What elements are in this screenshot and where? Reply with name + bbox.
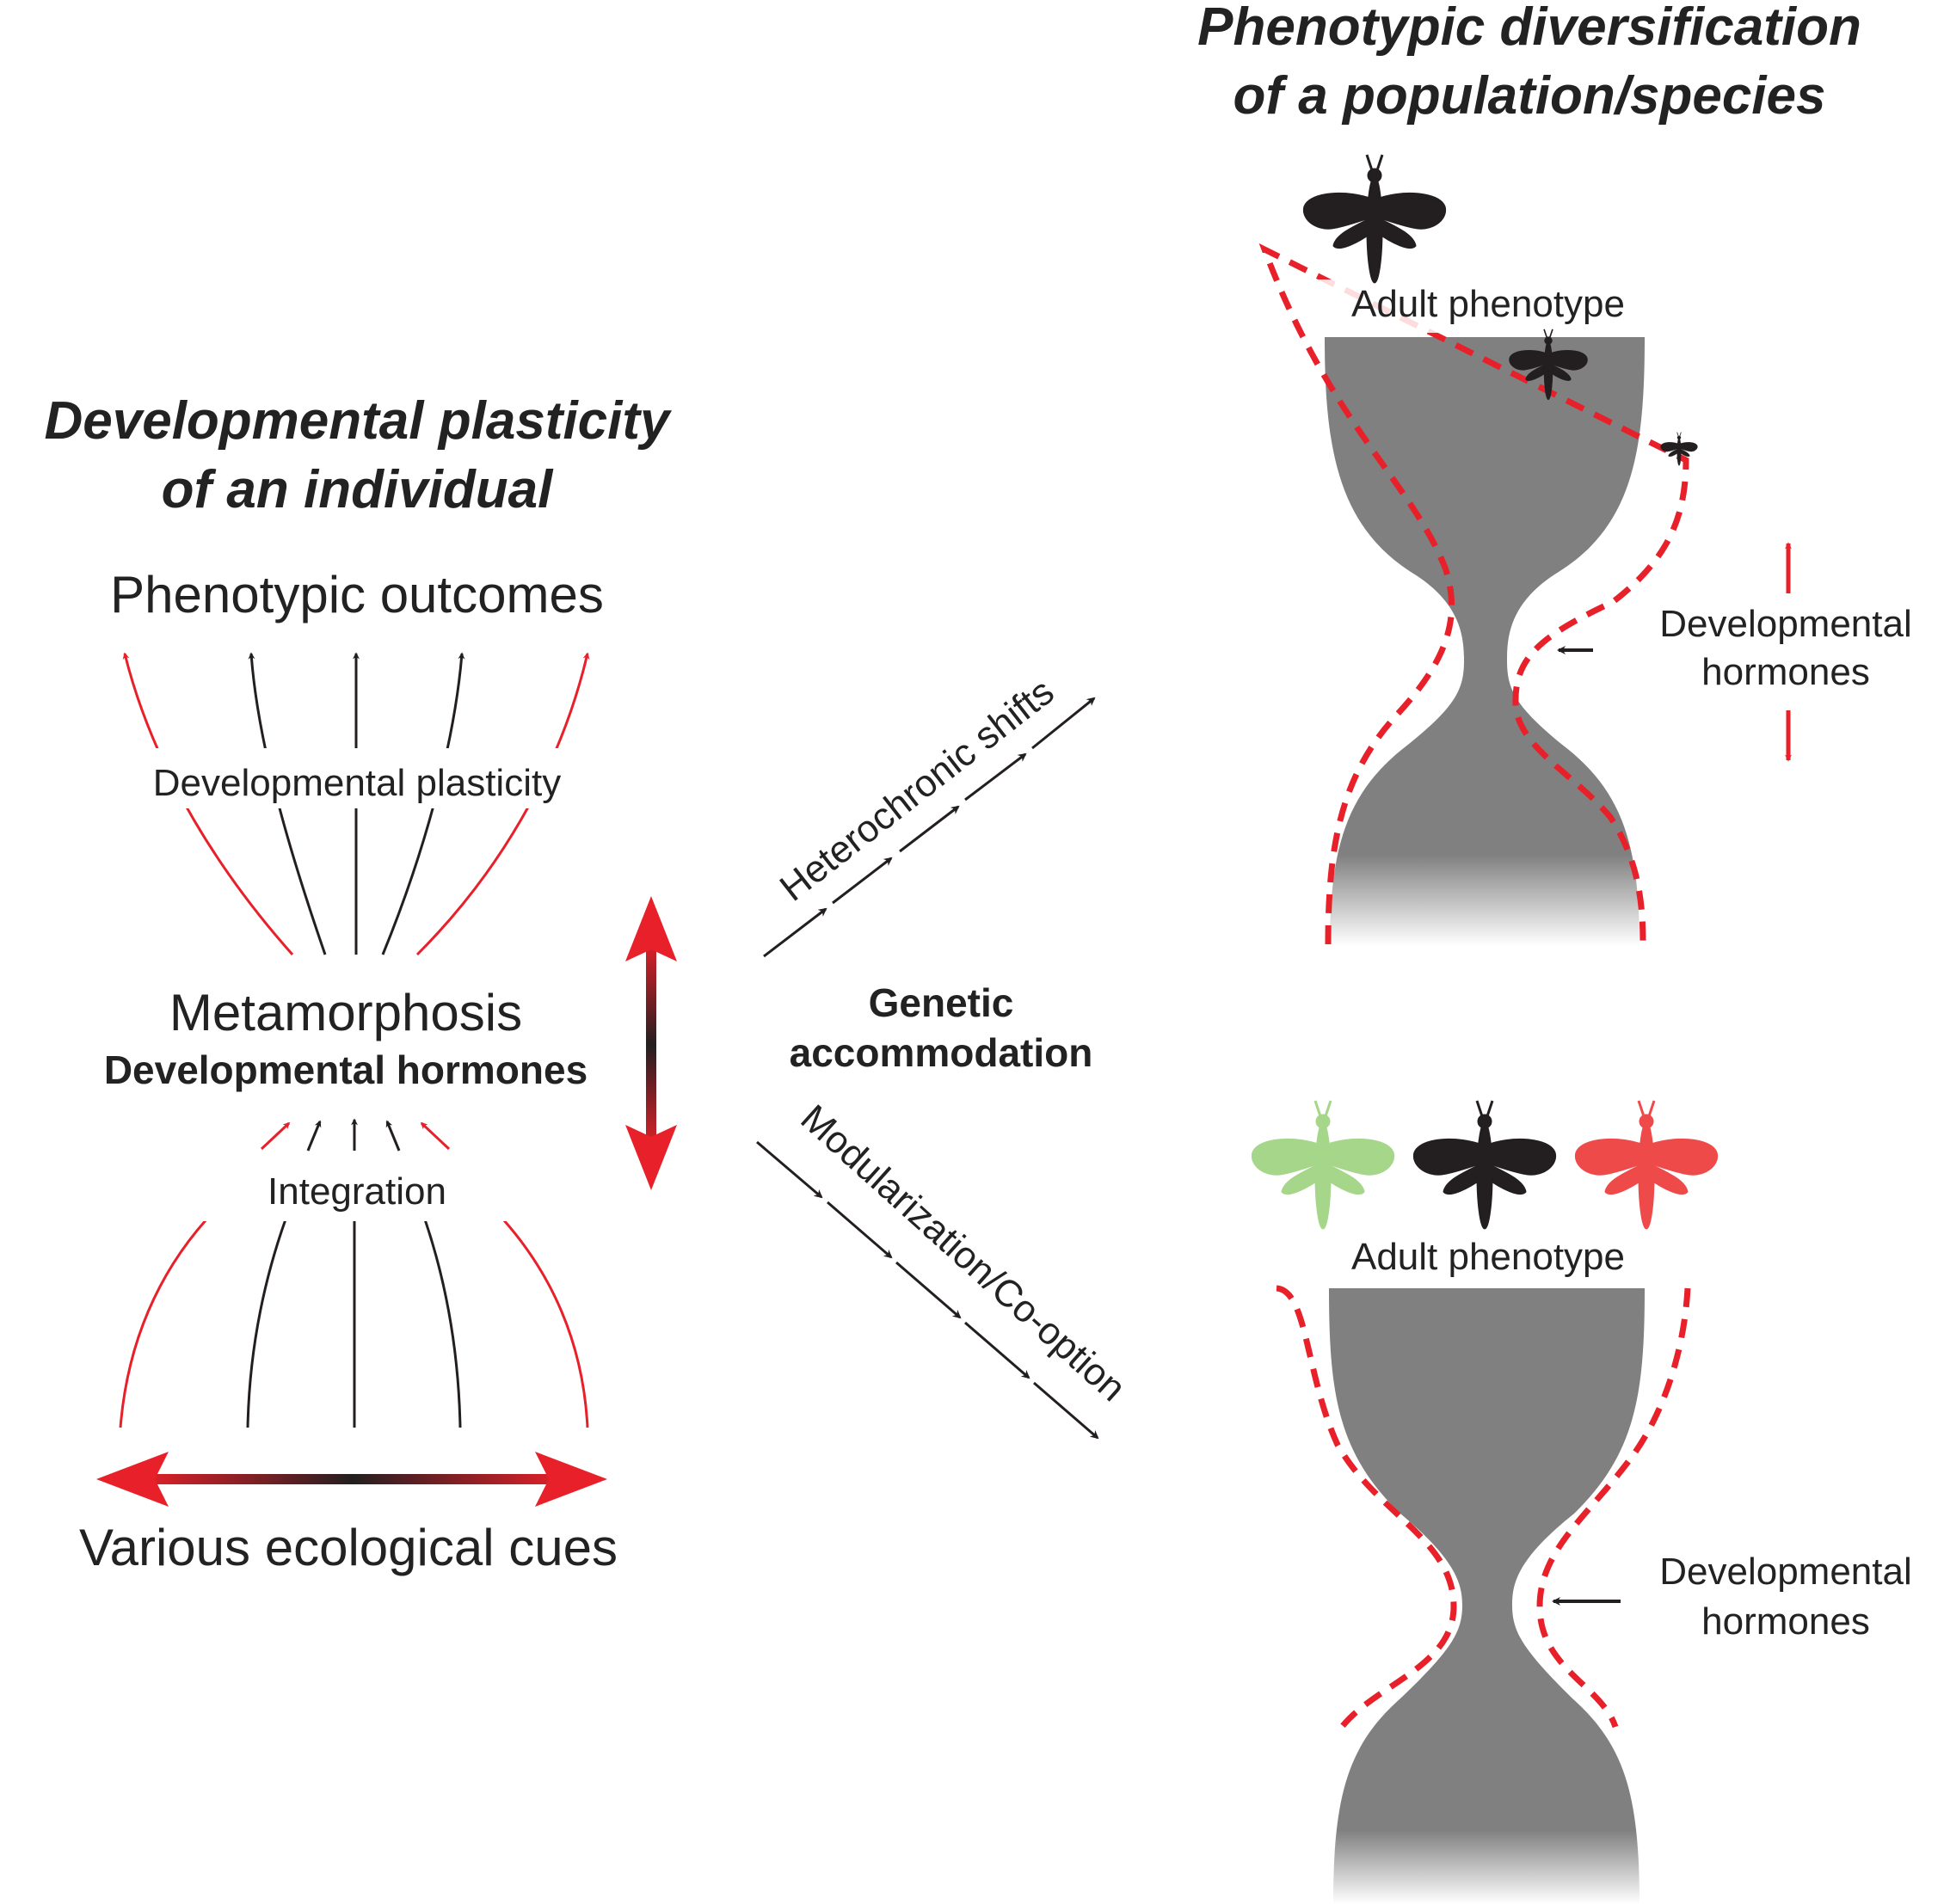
modular-arrow-4 xyxy=(964,1321,1030,1379)
integration-lines xyxy=(119,1219,589,1428)
modular-arrow-3 xyxy=(895,1261,962,1319)
top-hourglass xyxy=(1325,337,1645,946)
top-hormones-line1: Developmental xyxy=(1659,603,1912,645)
top-adult-phenotype-label: Adult phenotype xyxy=(1351,283,1625,325)
hetero-arrow-5 xyxy=(1031,697,1096,750)
heterochronic-shifts-label: Heterochronic shifts xyxy=(772,671,1062,910)
modularization-label: Modularization/Co-option xyxy=(793,1096,1134,1410)
bottom-hourglass-group: Adult phenotype Developmental hormones xyxy=(1250,1099,1912,1904)
hormone-vertical-arrow xyxy=(625,896,677,1190)
cue-line-red-right xyxy=(501,1219,589,1428)
left-title-line2: of an individual xyxy=(162,460,554,519)
modularization-arrows xyxy=(756,1140,1099,1440)
hormone-arrow-shaft xyxy=(646,937,656,1152)
moth-icon xyxy=(1301,153,1448,285)
hetero-arrow-4 xyxy=(964,752,1027,802)
moth-icon xyxy=(1573,1099,1719,1231)
right-panel: Phenotypic diversification of a populati… xyxy=(1197,0,1912,1904)
modular-arrow-5 xyxy=(1033,1381,1099,1440)
phenotypic-outcomes-label: Phenotypic outcomes xyxy=(110,566,604,623)
cues-arrow-shaft xyxy=(138,1474,568,1484)
integration-arrows xyxy=(260,1118,451,1152)
cues-arrowhead-right xyxy=(535,1452,607,1507)
cue-line-black-1 xyxy=(246,1219,287,1428)
cue-line-red-left xyxy=(119,1219,208,1428)
left-panel: Developmental plasticity of an individua… xyxy=(44,391,677,1576)
developmental-hormones-label: Developmental hormones xyxy=(104,1047,588,1092)
bottom-dashed-outline-right xyxy=(1536,1287,1691,1729)
cue-line-black-3 xyxy=(423,1219,462,1428)
integration-arrow-black-1 xyxy=(306,1120,322,1152)
top-hormones-line2: hormones xyxy=(1701,651,1870,693)
modular-arrow-1 xyxy=(756,1140,823,1199)
bottom-hormones-line2: hormones xyxy=(1701,1600,1870,1643)
bottom-hormones-line1: Developmental xyxy=(1659,1551,1912,1593)
integration-label-bg xyxy=(103,1161,602,1221)
cues-arrowhead-left xyxy=(96,1452,169,1507)
moth-icon xyxy=(1412,1099,1558,1231)
bottom-dashed-outline-left xyxy=(1276,1285,1457,1729)
moth-icon xyxy=(1660,432,1698,466)
left-title-line1: Developmental plasticity xyxy=(44,391,673,451)
heterochronic-arrows xyxy=(763,697,1096,958)
top-dashed-outline xyxy=(1258,243,1689,945)
plasticity-arrow-red-right xyxy=(415,652,590,956)
developmental-plasticity-label: Developmental plasticity xyxy=(153,762,561,804)
genetic-line2: accommodation xyxy=(790,1030,1093,1075)
integration-arrow-red-right xyxy=(420,1121,451,1151)
moth-icon xyxy=(1250,1099,1396,1231)
metamorphosis-label: Metamorphosis xyxy=(169,984,522,1041)
hormone-arrowhead-down xyxy=(625,1125,677,1190)
right-title-line2: of a population/species xyxy=(1233,66,1826,126)
ecological-cues-label: Various ecological cues xyxy=(79,1519,618,1576)
integration-arrow-black-3 xyxy=(385,1120,401,1152)
hetero-arrow-1 xyxy=(763,907,827,958)
top-hourglass-group: Adult phenotype Developmental hormones xyxy=(1258,153,1912,946)
top-adult-label-bg xyxy=(1316,279,1660,333)
bottom-adult-phenotype-label: Adult phenotype xyxy=(1351,1236,1625,1278)
cues-double-arrow xyxy=(96,1452,607,1507)
genetic-line1: Genetic xyxy=(869,980,1014,1025)
top-hormones-indicator xyxy=(1557,542,1792,762)
hetero-arrow-3 xyxy=(899,805,960,853)
integration-arrow-red-left xyxy=(260,1121,291,1151)
plasticity-label-bg xyxy=(86,748,637,808)
modular-arrow-2 xyxy=(827,1201,893,1259)
right-title-line1: Phenotypic diversification xyxy=(1197,0,1861,57)
hetero-arrow-2 xyxy=(832,857,893,905)
integration-label: Integration xyxy=(268,1170,446,1213)
plasticity-arrow-red-left xyxy=(122,652,294,955)
center-panel: Heterochronic shifts Genetic accommodati… xyxy=(756,671,1134,1440)
bottom-hourglass xyxy=(1329,1288,1645,1904)
hormone-arrowhead-up xyxy=(625,896,677,961)
